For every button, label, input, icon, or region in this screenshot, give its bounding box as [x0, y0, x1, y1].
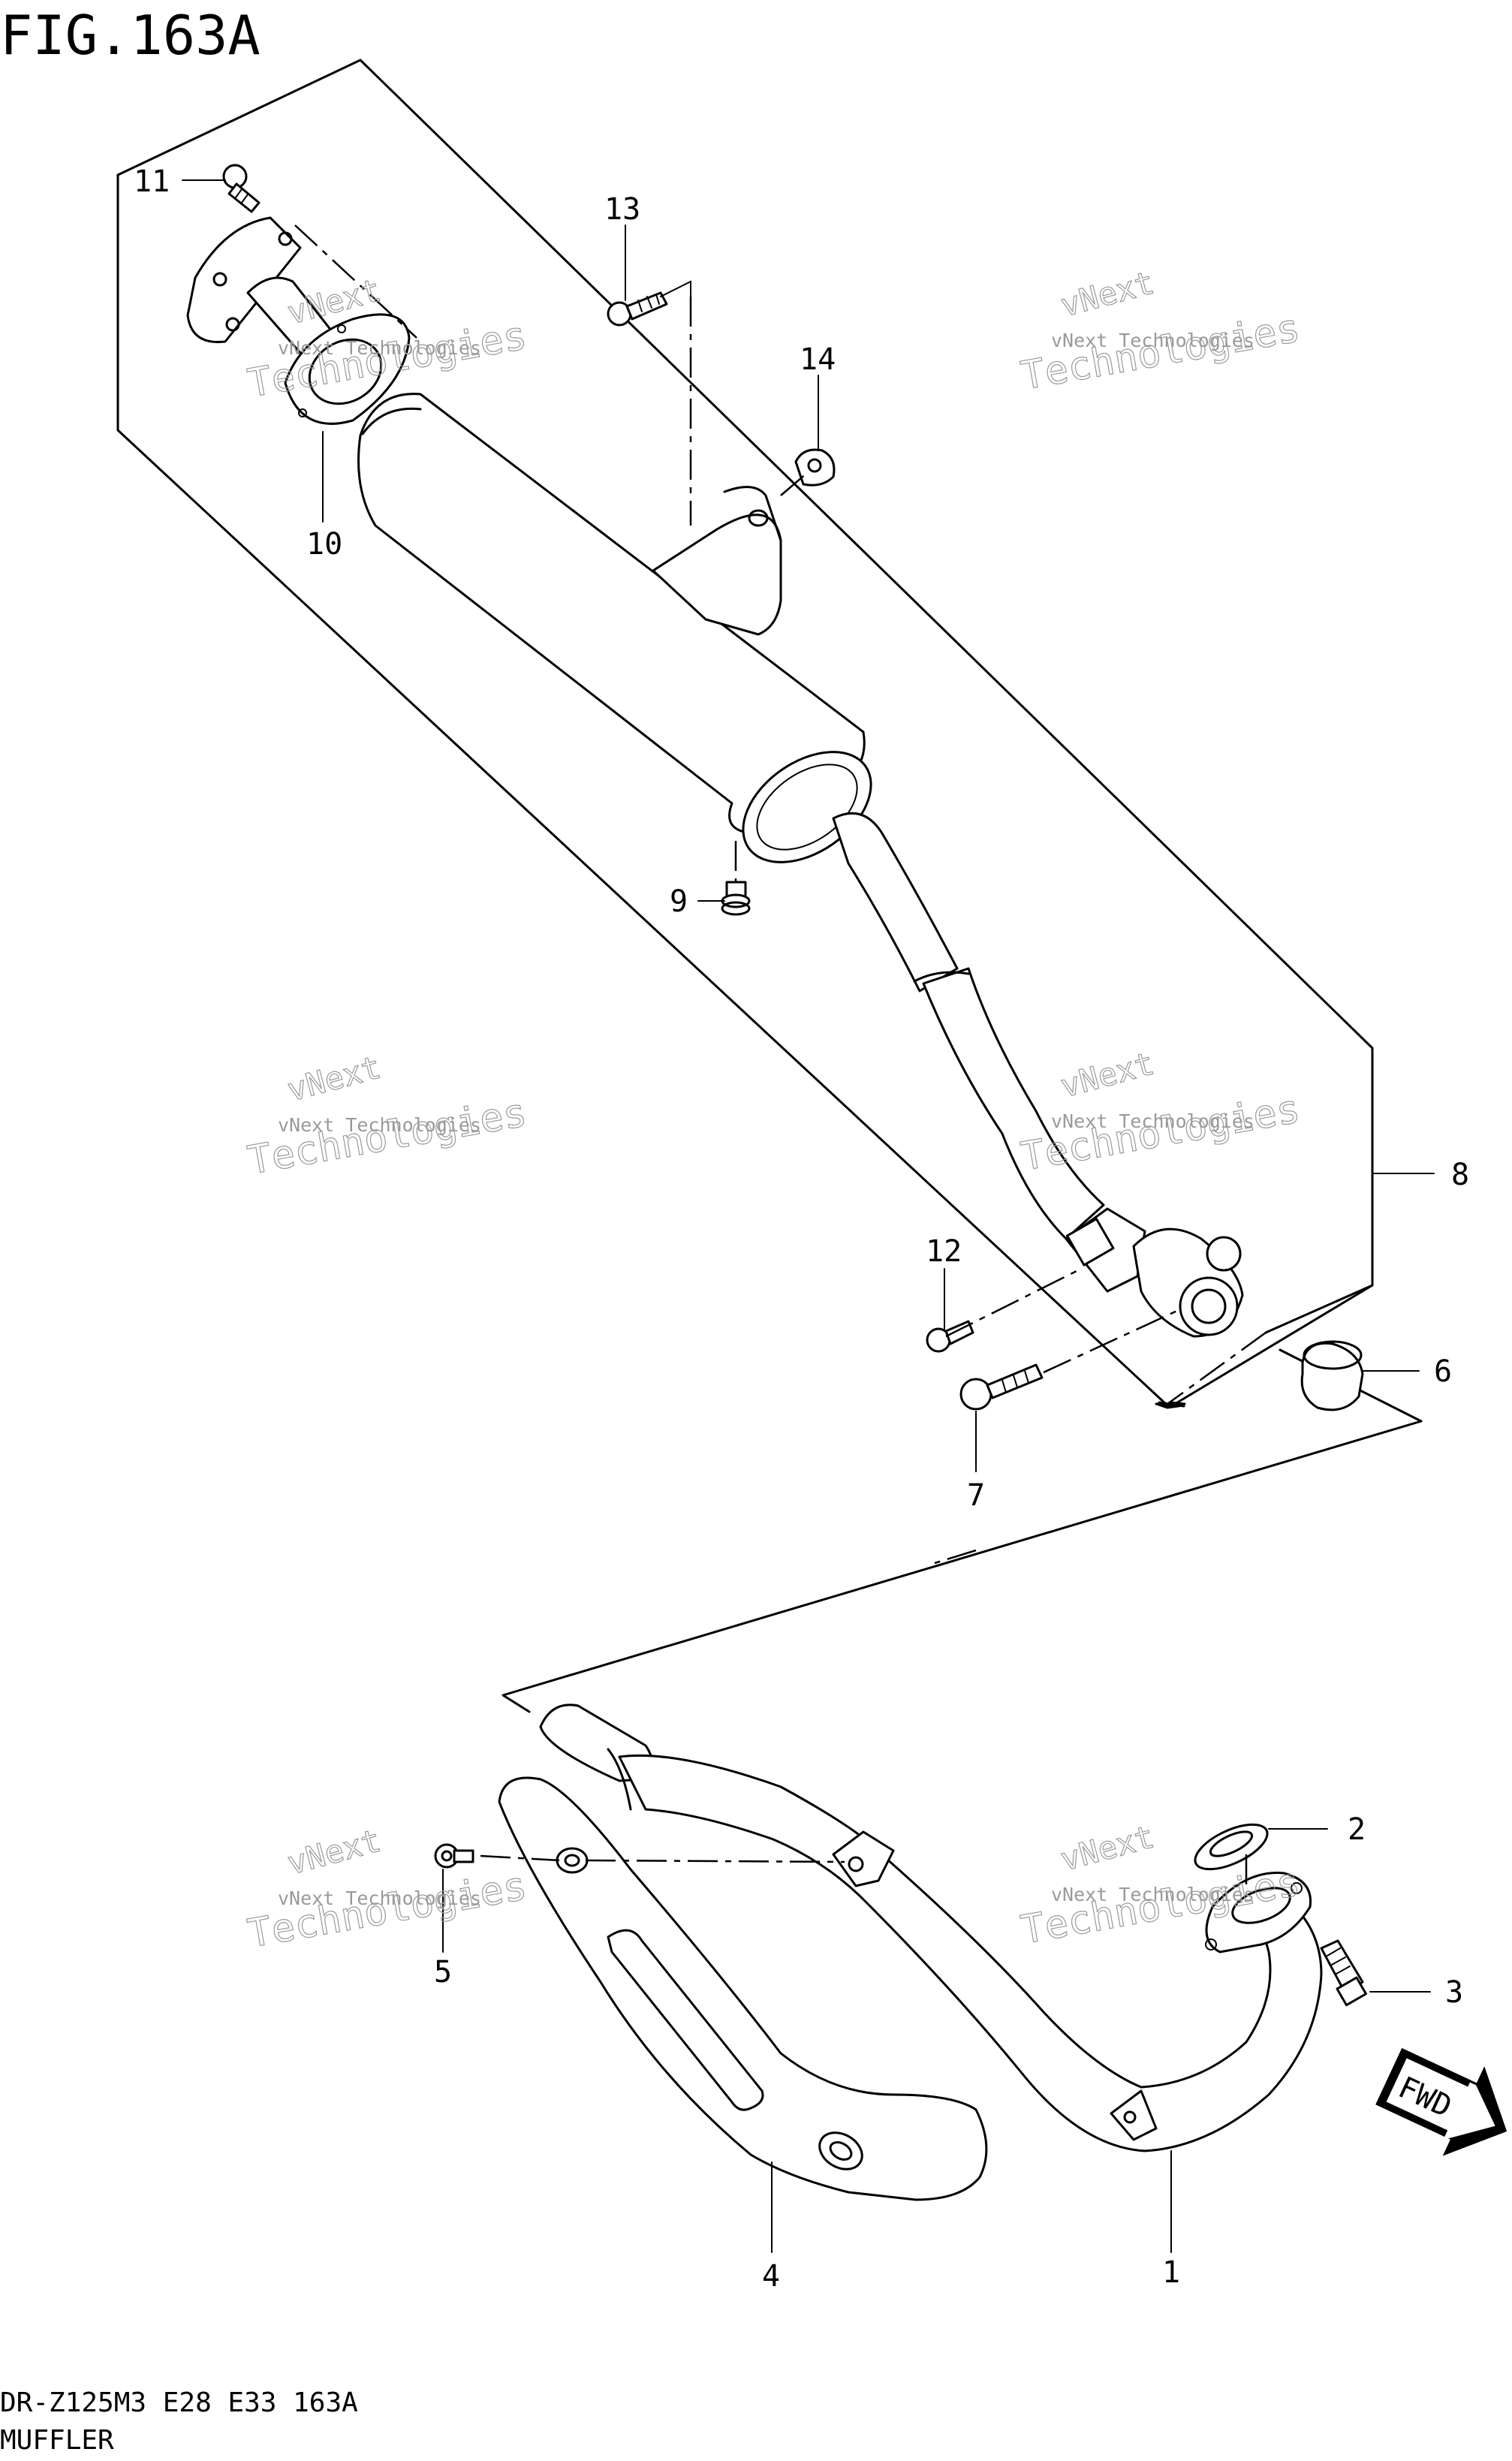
callout-9: 9	[670, 884, 688, 919]
muffler-body[interactable]	[357, 393, 892, 885]
bolt-9[interactable]	[721, 881, 751, 916]
outline-dash	[1167, 1331, 1267, 1405]
callout-7: 7	[967, 1478, 985, 1513]
leader-lines	[182, 179, 1435, 2253]
headpipe-outline-2	[501, 1420, 1423, 1713]
muffler-tailpipe	[832, 812, 1105, 1240]
muffler-outlet-joint	[1065, 1207, 1244, 1338]
svg-text:vNext Technologies: vNext Technologies	[278, 1114, 481, 1136]
centerline-12	[945, 1267, 1082, 1338]
watermark-5: vNext vNext Technologies Technologies	[244, 1821, 531, 1957]
svg-text:Technologies: Technologies	[1018, 306, 1303, 399]
fwd-direction-arrow: FWD	[1375, 2048, 1507, 2156]
callout-4: 4	[762, 2259, 780, 2294]
svg-text:Technologies: Technologies	[245, 1863, 530, 1956]
exhaust-header-pipe[interactable]	[539, 1703, 1323, 2152]
muffler-bracket	[652, 486, 782, 636]
centerline-guard	[585, 1859, 845, 1863]
figure-caption: MUFFLER	[0, 2425, 114, 2456]
centerline-7	[1043, 1309, 1179, 1374]
gasket[interactable]	[284, 313, 411, 425]
centerline-13-top	[660, 280, 691, 301]
heat-shield[interactable]	[498, 1776, 988, 2201]
svg-text:vNext: vNext	[1057, 264, 1158, 324]
bolt-7[interactable]	[959, 1363, 1044, 1411]
callout-13: 13	[604, 192, 640, 227]
centerline-14	[780, 472, 808, 496]
assembly-outline-upper	[116, 59, 1374, 1409]
svg-text:vNext Technologies: vNext Technologies	[1051, 1110, 1254, 1132]
bolt-11[interactable]	[222, 164, 261, 213]
centerline-11	[294, 224, 417, 339]
nut-14[interactable]	[794, 448, 836, 486]
exhaust-gasket[interactable]	[1189, 1815, 1274, 1878]
svg-text:vNext Technologies: vNext Technologies	[1051, 1884, 1254, 1905]
watermark-4: vNext vNext Technologies Technologies	[1017, 1044, 1304, 1180]
svg-text:vNext: vNext	[284, 1048, 385, 1108]
svg-text:vNext Technologies: vNext Technologies	[1051, 330, 1254, 351]
svg-text:vNext: vNext	[1057, 1818, 1158, 1878]
header-flange	[1205, 1872, 1312, 1953]
callout-6: 6	[1434, 1354, 1452, 1389]
callout-8: 8	[1451, 1158, 1469, 1192]
bolt-12[interactable]	[926, 1320, 974, 1353]
callout-5: 5	[434, 1955, 452, 1990]
rubber-grommet[interactable]	[1300, 1340, 1364, 1411]
callout-12: 12	[926, 1234, 962, 1269]
callout-3: 3	[1445, 1975, 1463, 2010]
muffler-inlet-flange	[186, 216, 336, 355]
dash-mark	[934, 1549, 977, 1565]
svg-text:vNext Technologies: vNext Technologies	[278, 1887, 481, 1909]
callout-11: 11	[134, 164, 170, 199]
outline-seg	[1264, 1284, 1374, 1334]
figure-title: FIG.163A	[0, 4, 261, 67]
svg-text:Technologies: Technologies	[1018, 1086, 1303, 1179]
watermark-3: vNext vNext Technologies Technologies	[244, 1048, 531, 1184]
model-code: DR-Z125M3 E28 E33 163A	[0, 2387, 358, 2418]
bolt-13[interactable]	[607, 291, 668, 327]
callout-14: 14	[800, 342, 836, 377]
centerline-5	[480, 1854, 560, 1862]
watermark-2: vNext vNext Technologies Technologies	[1017, 264, 1304, 399]
callout-10: 10	[306, 527, 342, 562]
assembly-outline-left	[116, 173, 1169, 1407]
stud-bolt-3[interactable]	[1320, 1939, 1367, 2007]
callout-2: 2	[1348, 1812, 1366, 1847]
svg-text:Technologies: Technologies	[245, 1090, 530, 1183]
svg-text:vNext: vNext	[284, 1821, 385, 1881]
bolt-5[interactable]	[434, 1843, 474, 1869]
svg-text:vNext: vNext	[1057, 1044, 1158, 1104]
callout-1: 1	[1162, 2255, 1180, 2290]
svg-text:vNext Technologies: vNext Technologies	[278, 337, 481, 359]
